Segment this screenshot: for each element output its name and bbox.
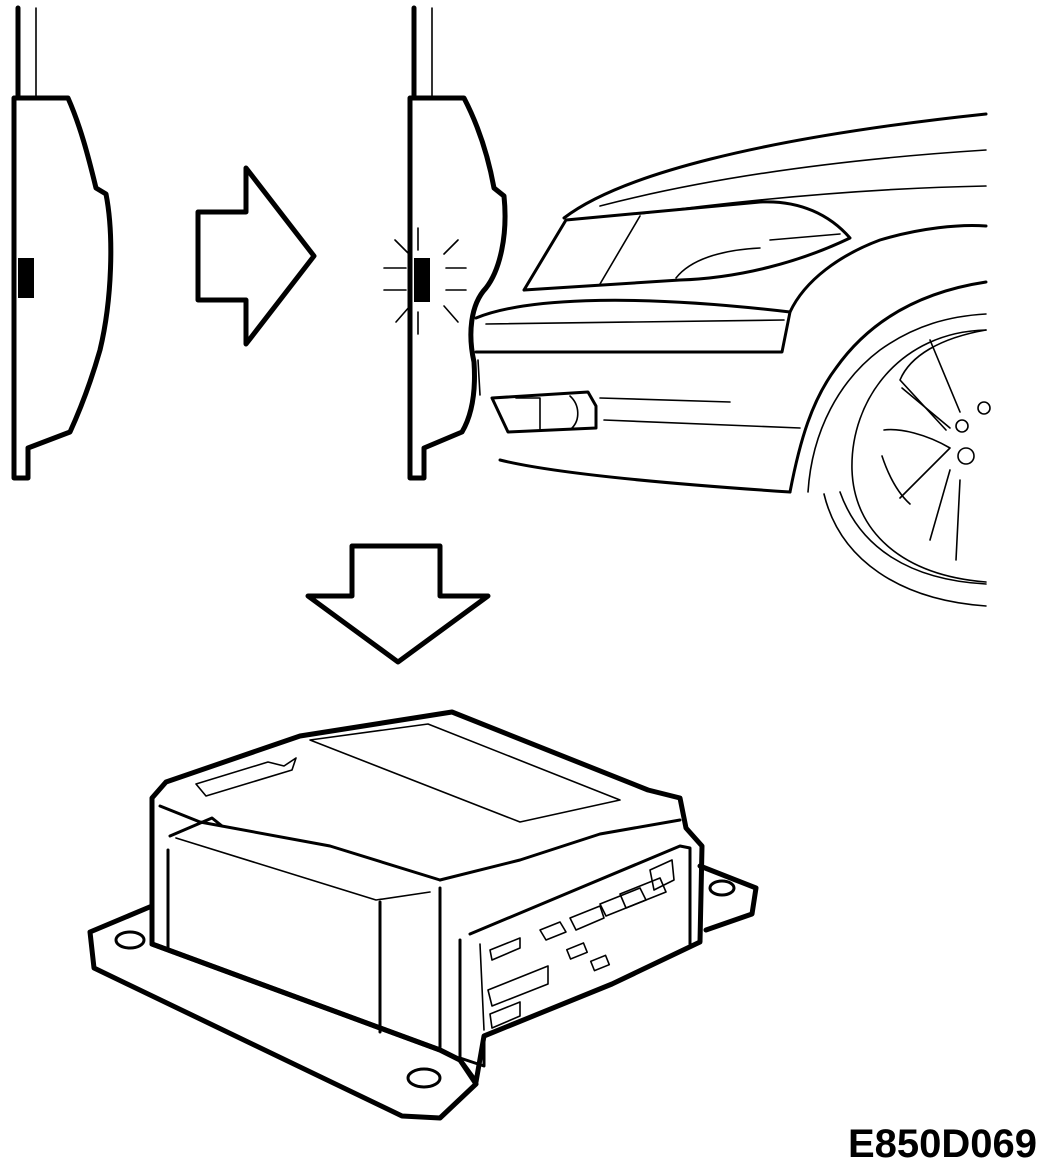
arrow-right-icon (195, 165, 317, 347)
bumper-beam-undeformed (11, 5, 114, 481)
sensor-flash-lines-icon (383, 227, 467, 335)
airbag-control-module (87, 709, 759, 1121)
connector-pins (487, 859, 675, 1029)
mounting-hole-bottom (406, 1067, 442, 1089)
mounting-hole-right (708, 879, 736, 897)
crash-sensor-triggered (414, 258, 430, 302)
figure-code: E850D069 (847, 1122, 1037, 1166)
crash-sensor-idle (18, 258, 34, 298)
arrow-down-icon (305, 543, 491, 665)
car-front-quarter (474, 112, 991, 607)
bumper-beam-deformed (383, 5, 508, 481)
mounting-hole-left (114, 930, 146, 950)
